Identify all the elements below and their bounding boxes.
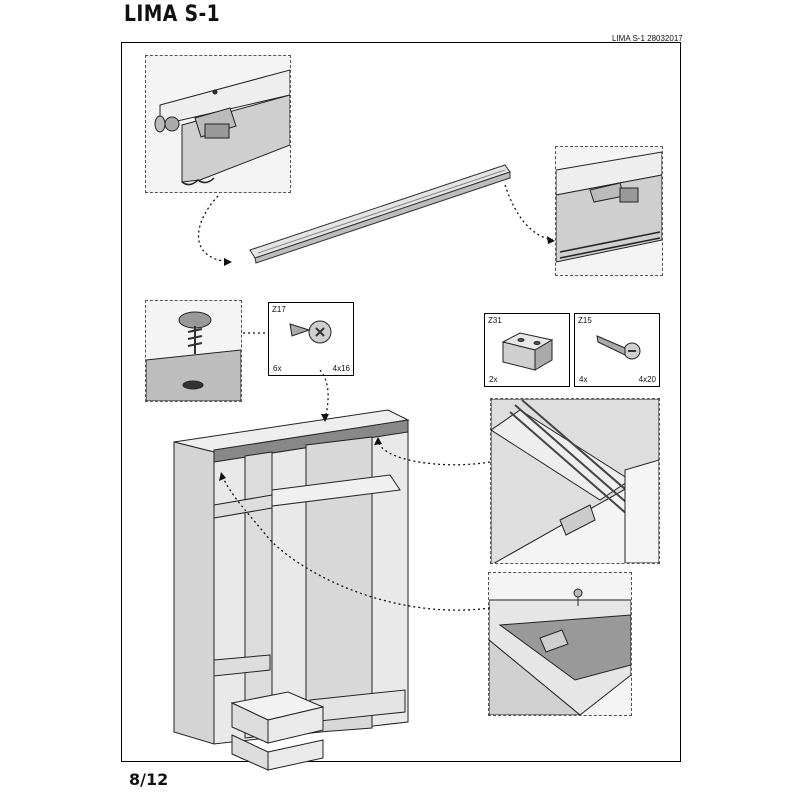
wood-screw-icon [596,335,641,360]
part-code: Z17 [272,305,286,314]
page-frame [121,42,681,762]
part-code: Z15 [578,316,592,325]
rail-end-bolt-detail [154,69,290,186]
part-size: 4x16 [332,364,350,373]
drawer-boxes [230,691,325,771]
round-head-screw-icon [289,320,332,344]
part-quantity: 4x [579,375,588,384]
part-quantity: 6x [273,364,282,373]
part-size: 4x20 [638,375,656,384]
part-code: Z31 [488,316,502,325]
document-reference: LIMA S-1 28032017 [612,34,683,43]
manual-title: LIMA S-1 [124,2,221,27]
page-number: 8/12 [129,770,169,789]
screw-into-top-detail [146,311,241,401]
wardrobe-carcass [173,409,410,745]
rail-end-right-detail [556,151,662,263]
pointer-arrows [197,184,554,611]
plastic-block-icon [501,332,554,371]
rail-mounting-detail [491,399,659,563]
arrow-heads [219,236,555,481]
sliding-rail-profile [249,164,511,264]
part-box-z17: Z17 6x 4x16 [268,302,354,376]
block-mounting-detail [489,588,631,715]
part-quantity: 2x [489,375,498,384]
